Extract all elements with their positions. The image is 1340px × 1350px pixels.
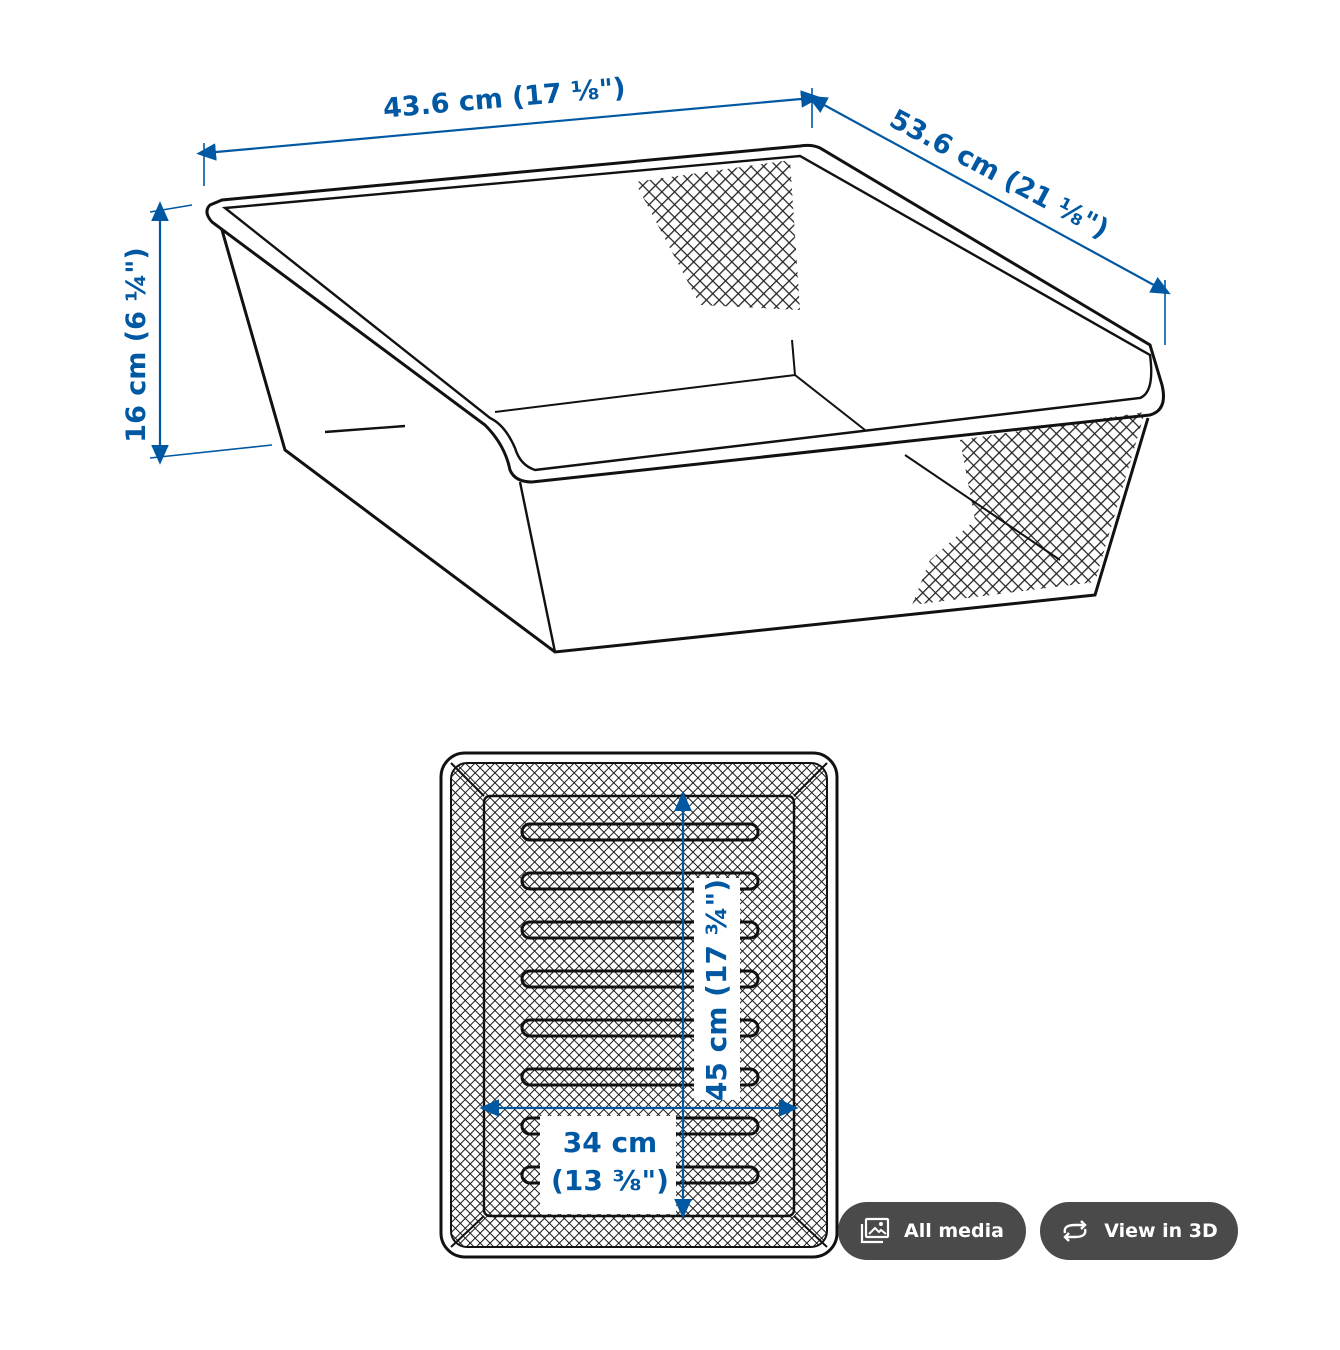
inner-width-label-line2: (13 ⅜")	[551, 1164, 669, 1197]
all-media-label: All media	[904, 1220, 1004, 1242]
view-in-3d-button[interactable]: View in 3D	[1040, 1202, 1238, 1260]
rotate-3d-icon	[1060, 1219, 1090, 1243]
basket-perspective	[205, 143, 1165, 654]
all-media-button[interactable]: All media	[838, 1202, 1026, 1260]
width-dimension-label: 43.6 cm (17 ⅛")	[382, 72, 627, 124]
view-in-3d-label: View in 3D	[1104, 1220, 1218, 1242]
inner-width-label-line1: 34 cm	[563, 1126, 658, 1159]
height-dimension-label: 16 cm (6 ¼")	[121, 247, 152, 442]
gallery-icon	[860, 1217, 890, 1245]
dimension-lines-top	[149, 88, 1171, 465]
dimension-lines-bottom	[479, 791, 799, 1219]
inner-length-label: 45 cm (17 ¾")	[700, 879, 733, 1101]
mesh-back-wall	[635, 160, 800, 310]
mesh-right-wall	[912, 412, 1145, 605]
